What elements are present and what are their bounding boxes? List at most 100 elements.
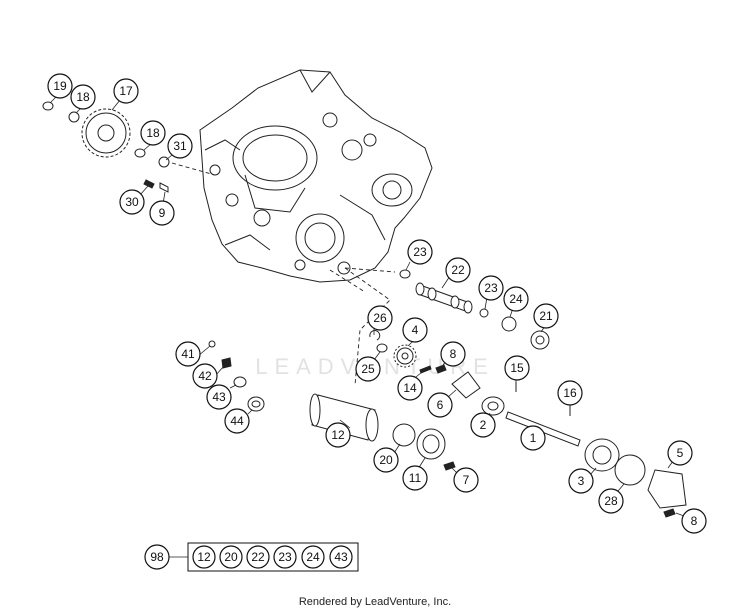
part-gear: [393, 344, 417, 368]
callout-28: 28: [598, 488, 624, 514]
callout-43: 43: [206, 384, 232, 410]
callout-16: 16: [557, 380, 583, 406]
svg-text:8: 8: [691, 514, 698, 528]
part-spring: [221, 357, 232, 369]
callout-8: 8: [681, 508, 707, 534]
engine-crankcase: [199, 69, 433, 283]
callout-18: 18: [140, 120, 166, 146]
part-rotor: [481, 396, 505, 416]
svg-text:28: 28: [604, 494, 618, 508]
callout-98: 98: [144, 544, 170, 570]
callout-24: 24: [503, 286, 529, 312]
svg-text:42: 42: [198, 369, 212, 383]
part-o-ring: [479, 308, 489, 318]
part-washer: [134, 148, 146, 158]
callout-23: 23: [407, 239, 433, 265]
svg-text:7: 7: [463, 473, 470, 487]
part-washer: [68, 111, 80, 123]
kit-item-24: 24: [301, 545, 325, 569]
kit-item-22: 22: [246, 545, 270, 569]
callout-6: 6: [427, 392, 453, 418]
part-ball: [208, 340, 216, 348]
part-screw: [663, 508, 676, 518]
part-o-ring: [614, 454, 646, 486]
callout-9: 9: [149, 200, 175, 226]
svg-text:3: 3: [578, 474, 585, 488]
svg-text:12: 12: [331, 428, 345, 442]
kit-item-23: 23: [273, 545, 297, 569]
part-filter-cover: [416, 428, 446, 460]
svg-text:2: 2: [480, 418, 487, 432]
callout-17: 17: [113, 78, 139, 104]
svg-text:22: 22: [251, 550, 265, 564]
callout-15: 15: [504, 355, 530, 381]
part-pump-cover: [451, 371, 481, 399]
svg-text:20: 20: [224, 550, 238, 564]
part-clip: [159, 182, 169, 193]
part-washer: [376, 343, 388, 353]
part-screw: [435, 364, 447, 374]
svg-text:9: 9: [159, 206, 166, 220]
svg-text:41: 41: [181, 347, 195, 361]
svg-text:31: 31: [173, 139, 187, 153]
part-screw: [443, 461, 456, 471]
callout-18: 18: [70, 84, 96, 110]
leader-dashed: [344, 267, 396, 273]
svg-text:26: 26: [373, 311, 387, 325]
part-shaft: [415, 282, 473, 314]
callout-25: 25: [355, 356, 381, 382]
callout-2: 2: [470, 412, 496, 438]
callout-12: 12: [325, 422, 351, 448]
kit-item-20: 20: [219, 545, 243, 569]
svg-text:23: 23: [484, 281, 498, 295]
svg-text:22: 22: [451, 263, 465, 277]
callout-20: 20: [373, 447, 399, 473]
callout-8: 8: [440, 341, 466, 367]
callout-1: 1: [520, 425, 546, 451]
svg-text:17: 17: [119, 84, 133, 98]
callout-3: 3: [568, 468, 594, 494]
svg-text:21: 21: [539, 309, 553, 323]
svg-text:14: 14: [403, 381, 417, 395]
callout-30: 30: [119, 189, 145, 215]
callout-7: 7: [453, 467, 479, 493]
callout-44: 44: [224, 408, 250, 434]
svg-text:11: 11: [409, 471, 422, 485]
svg-text:8: 8: [450, 347, 457, 361]
svg-text:19: 19: [53, 79, 67, 93]
svg-text:25: 25: [361, 362, 375, 376]
part-plug-screw: [247, 396, 265, 412]
svg-text:23: 23: [413, 245, 427, 259]
callout-22: 22: [445, 257, 471, 283]
svg-text:1: 1: [530, 431, 537, 445]
svg-text:24: 24: [509, 292, 523, 306]
svg-text:6: 6: [437, 398, 444, 412]
leader-dashed: [171, 162, 216, 176]
kit-box: [187, 542, 359, 572]
callout-26: 26: [367, 305, 393, 331]
svg-text:23: 23: [278, 550, 292, 564]
callout-41: 41: [175, 341, 201, 367]
callout-23: 23: [478, 275, 504, 301]
kit-group: 98 12 20 22 23 24 43: [144, 542, 359, 572]
svg-text:43: 43: [334, 550, 348, 564]
callout-31: 31: [167, 133, 193, 159]
kit-item-12: 12: [192, 545, 216, 569]
svg-text:98: 98: [150, 550, 164, 564]
part-o-ring: [399, 269, 411, 279]
part-cover: [647, 469, 687, 509]
part-o-ring: [42, 101, 54, 111]
svg-text:18: 18: [76, 90, 90, 104]
callout-14: 14: [397, 375, 423, 401]
part-plug: [530, 330, 550, 350]
kit-item-43: 43: [329, 545, 353, 569]
svg-text:12: 12: [197, 550, 211, 564]
callout-11: 11: [402, 465, 428, 491]
svg-text:43: 43: [212, 390, 226, 404]
part-pump-shaft: [505, 411, 581, 447]
svg-text:4: 4: [412, 323, 419, 337]
callout-5: 5: [667, 440, 693, 466]
part-seal-ring: [233, 376, 247, 388]
callout-19: 19: [47, 73, 73, 99]
svg-text:44: 44: [230, 414, 244, 428]
